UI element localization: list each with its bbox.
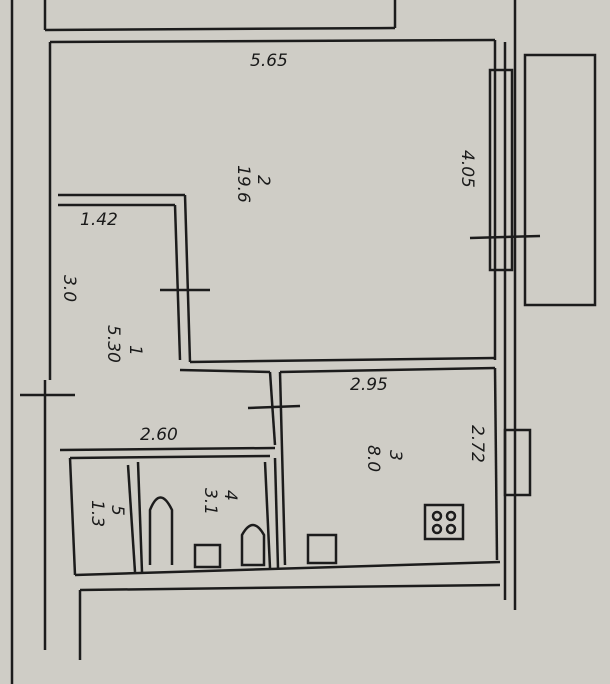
dim-room3-top: 2.95 (350, 375, 388, 395)
bathtub-icon (148, 496, 174, 565)
room-1-area: 5.30 (103, 325, 123, 363)
toilet-icon (240, 523, 266, 567)
room-3-area: 8.0 (363, 445, 383, 472)
room-4-area: 3.1 (200, 488, 220, 515)
labels: 5.65 4.05 1.42 3.0 2.95 2.72 2.60 2 19.6… (59, 51, 487, 527)
dim-corridor: 2.60 (140, 425, 178, 445)
room-2-number: 2 (253, 175, 273, 186)
room-3-number: 3 (385, 450, 405, 461)
fixtures (148, 496, 465, 569)
stove-icon (423, 503, 465, 541)
walls (10, 0, 597, 684)
room-4-number: 4 (220, 490, 240, 501)
room-5-area: 1.3 (87, 500, 107, 527)
room-1-number: 1 (125, 345, 145, 356)
dim-room3-right: 2.72 (467, 425, 487, 463)
room-5-number: 5 (107, 505, 127, 516)
dim-room1-top: 1.42 (80, 210, 118, 230)
dim-right-room2: 4.05 (457, 150, 477, 188)
kitchen-sink-icon (306, 533, 338, 565)
dim-room1-left: 3.0 (59, 275, 79, 302)
dim-top-wall: 5.65 (250, 51, 288, 71)
room-2-area: 19.6 (233, 165, 253, 203)
sink-icon (193, 543, 222, 569)
